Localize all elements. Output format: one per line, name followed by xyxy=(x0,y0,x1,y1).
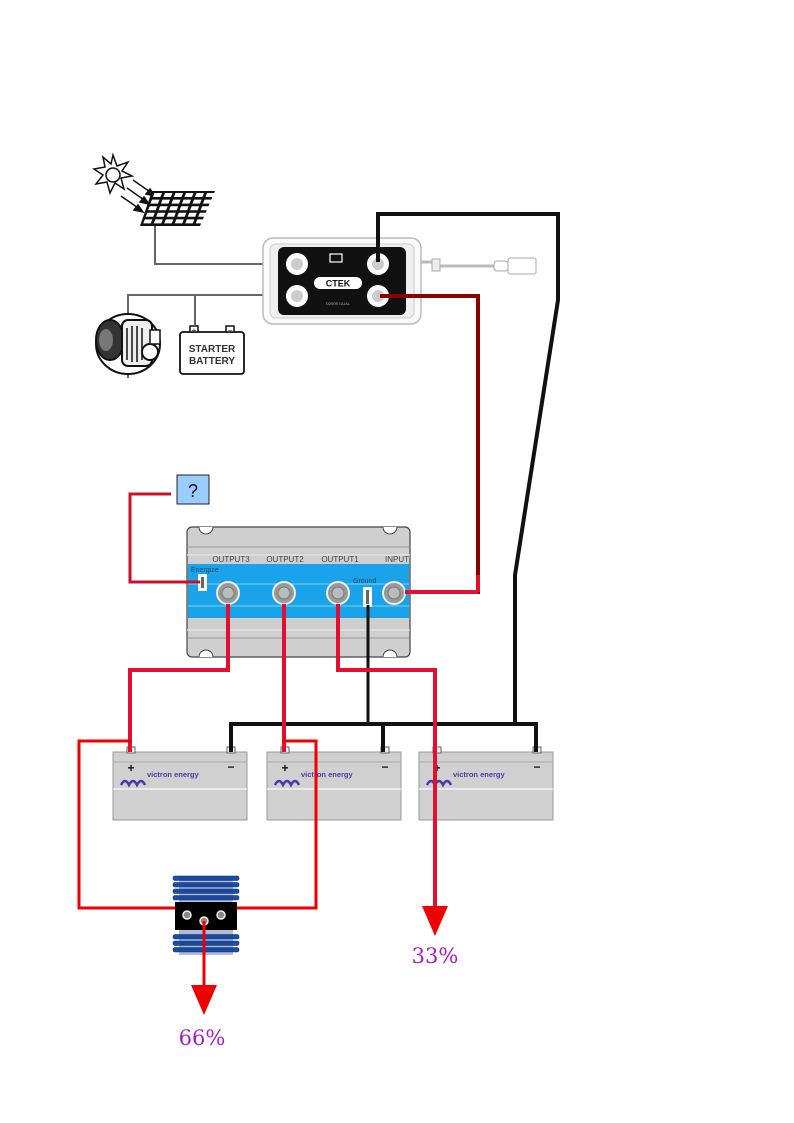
input-terminal xyxy=(382,581,406,605)
victron-brand-label: victron energy xyxy=(301,770,354,779)
label-ground: Ground xyxy=(353,578,376,585)
ctek-terminal-ground xyxy=(367,253,389,275)
output1-terminal xyxy=(326,581,350,605)
label-energize: Energize xyxy=(191,567,219,574)
ctek-charger: CTEK D250S DUAL xyxy=(262,237,537,325)
victron-brand-label: victron energy xyxy=(453,770,506,779)
ground-terminal xyxy=(363,587,372,607)
ctek-logo: CTEK xyxy=(314,277,362,289)
battery-plus-label: + xyxy=(281,761,288,775)
house-battery-1: + − victron energy xyxy=(112,746,248,821)
victron-brand-label: victron energy xyxy=(147,770,200,779)
label-output3: OUTPUT3 xyxy=(212,555,250,564)
percent-33-label: 33% xyxy=(412,944,459,968)
sunlight-arrows-icon xyxy=(120,179,157,214)
combiner-terminal-1 xyxy=(182,910,192,920)
red-wire-output1 xyxy=(336,604,437,915)
label-output1: OUTPUT1 xyxy=(321,555,359,564)
unknown-energize-source: ? xyxy=(176,474,210,505)
battery-minus-label: − xyxy=(227,760,234,774)
label-input: INPUT xyxy=(385,555,409,564)
starter-battery-label-1: STARTER xyxy=(189,344,236,355)
battery-combiner xyxy=(172,875,240,955)
output2-terminal xyxy=(272,581,296,605)
black-wire-ctek-ground xyxy=(376,212,560,724)
house-battery-3: +−victron energy xyxy=(418,746,554,821)
combiner-terminal-2 xyxy=(216,910,226,920)
red-wire-energize xyxy=(128,492,200,584)
question-mark: ? xyxy=(188,481,198,501)
ctek-terminal-alternator xyxy=(286,285,308,307)
ctek-terminal-output xyxy=(367,285,389,307)
label-output2: OUTPUT2 xyxy=(266,555,304,564)
arrow-33-icon xyxy=(422,906,448,936)
ctek-terminal-solar xyxy=(286,253,308,275)
red-wire-output3 xyxy=(128,604,230,752)
starter-minus-label: − xyxy=(228,326,233,335)
ctek-model-label: D250S DUAL xyxy=(326,301,351,306)
victron-logo-icon xyxy=(119,779,147,788)
battery-minus-label: − xyxy=(381,760,388,774)
solar-panel-icon xyxy=(140,191,215,226)
battery-isolator: OUTPUT3 OUTPUT2 OUTPUT1 INPUT Energize G… xyxy=(186,526,411,658)
energize-terminal xyxy=(198,574,207,591)
sun-icon xyxy=(92,152,135,196)
starter-battery: + − STARTER BATTERY xyxy=(179,325,245,375)
alternator-icon xyxy=(95,313,161,375)
house-battery-2: + − victron energy xyxy=(266,746,402,821)
percent-66-label: 66% xyxy=(179,1026,226,1050)
starter-battery-label-2: BATTERY xyxy=(189,356,235,367)
battery-plus-label: + xyxy=(127,761,134,775)
svg-text:CTEK: CTEK xyxy=(326,279,351,289)
battery-minus-label: − xyxy=(533,760,540,774)
output3-terminal xyxy=(216,581,240,605)
red-wire-battery1-to-combiner xyxy=(77,739,188,910)
victron-logo-icon xyxy=(273,779,301,788)
arrow-66-icon xyxy=(191,985,217,1015)
starter-plus-label: + xyxy=(192,326,197,335)
victron-logo-icon xyxy=(425,779,453,788)
red-wire-battery2-to-combiner xyxy=(222,739,318,910)
